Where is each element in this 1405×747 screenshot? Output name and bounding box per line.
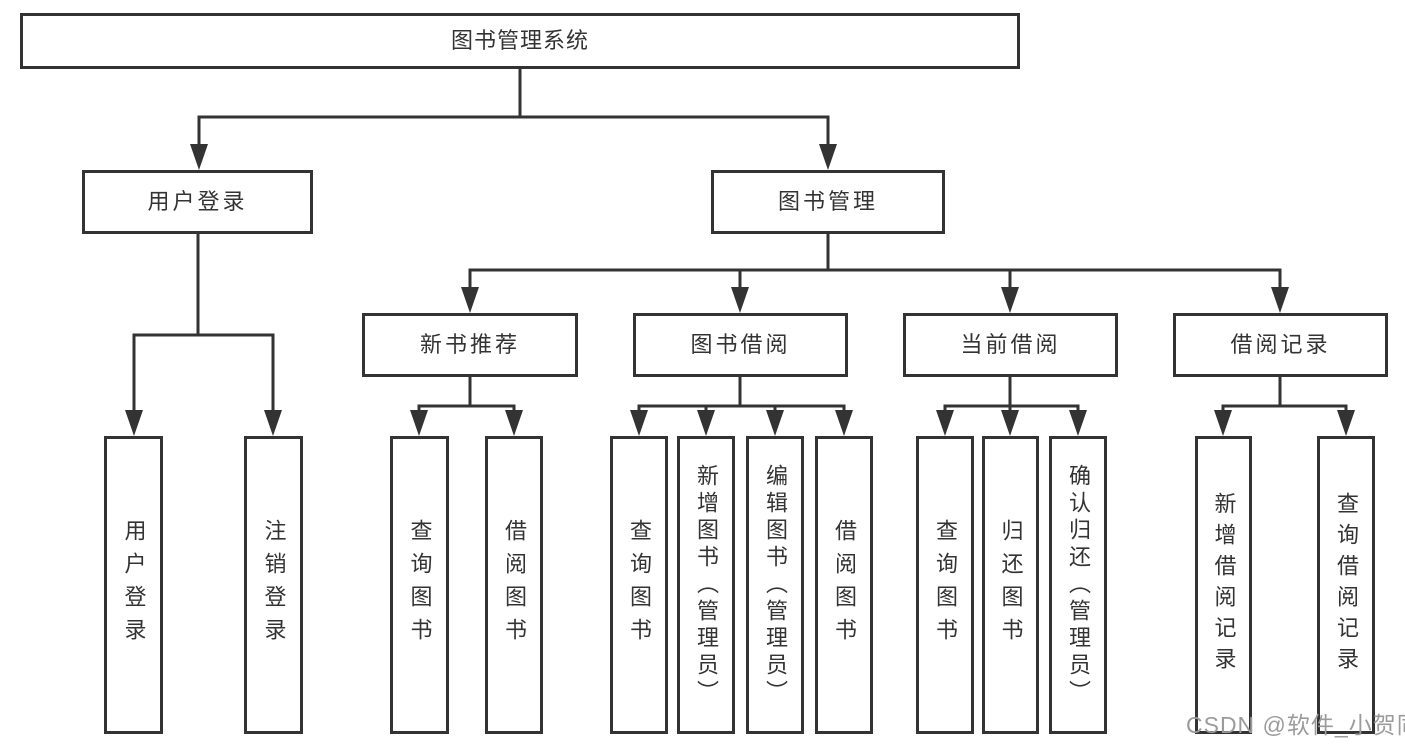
- node-current-borrowing: 当前借阅: [903, 313, 1118, 377]
- leaf-cb-return-books: 归还图书: [982, 436, 1039, 734]
- leaf-bb-edit-books-admin: 编辑图书（管理员）: [746, 436, 804, 734]
- connector-root-to-level2: [190, 67, 837, 170]
- node-root: 图书管理系统: [20, 13, 1020, 69]
- leaf-user-login: 用户登录: [104, 436, 163, 734]
- node-label: 编辑图书（管理员）: [763, 463, 788, 707]
- connector-book-management-to-level3: [461, 232, 1289, 313]
- connector-borrowing-records-to-leaves: [1214, 375, 1355, 436]
- node-label: 查询图书: [407, 519, 433, 651]
- connector-new-book-to-leaves: [410, 375, 523, 436]
- connector-current-borrowing-to-leaves: [936, 375, 1087, 436]
- node-label: 用户登录: [121, 519, 147, 651]
- node-label: 新增借阅记录: [1211, 492, 1237, 678]
- leaf-nb-query-books: 查询图书: [390, 436, 449, 734]
- node-label: 查询图书: [627, 519, 652, 651]
- leaf-br-query-record: 查询借阅记录: [1317, 436, 1375, 734]
- node-label: 确认归还（管理员）: [1066, 463, 1091, 707]
- node-new-book-recommend: 新书推荐: [362, 313, 578, 377]
- leaf-bb-add-books-admin: 新增图书（管理员）: [677, 436, 735, 734]
- node-label: 查询图书: [933, 519, 958, 651]
- connector-book-borrowing-to-leaves: [630, 375, 853, 436]
- node-user-login: 用户登录: [82, 170, 313, 234]
- leaf-cb-confirm-return-admin: 确认归还（管理员）: [1049, 436, 1107, 734]
- leaf-nb-borrow-books: 借阅图书: [485, 436, 543, 734]
- leaf-br-add-record: 新增借阅记录: [1195, 436, 1252, 734]
- node-label: 查询借阅记录: [1334, 492, 1359, 678]
- leaf-logout: 注销登录: [244, 436, 303, 734]
- node-label: 归还图书: [998, 519, 1024, 651]
- node-book-borrowing: 图书借阅: [633, 313, 848, 377]
- node-label: 借阅图书: [502, 519, 527, 651]
- leaf-bb-query-books: 查询图书: [610, 436, 668, 734]
- node-label: 借阅图书: [832, 519, 857, 651]
- leaf-cb-query-books: 查询图书: [916, 436, 974, 734]
- connector-user-login-to-leaves: [125, 232, 282, 436]
- node-borrowing-records: 借阅记录: [1173, 313, 1388, 377]
- watermark: CSDN @软件_小贺同学: [1186, 712, 1405, 738]
- leaf-bb-borrow-books: 借阅图书: [815, 436, 873, 734]
- node-label: 注销登录: [261, 519, 287, 651]
- node-label: 新增图书（管理员）: [694, 463, 719, 707]
- node-book-management: 图书管理: [711, 170, 945, 234]
